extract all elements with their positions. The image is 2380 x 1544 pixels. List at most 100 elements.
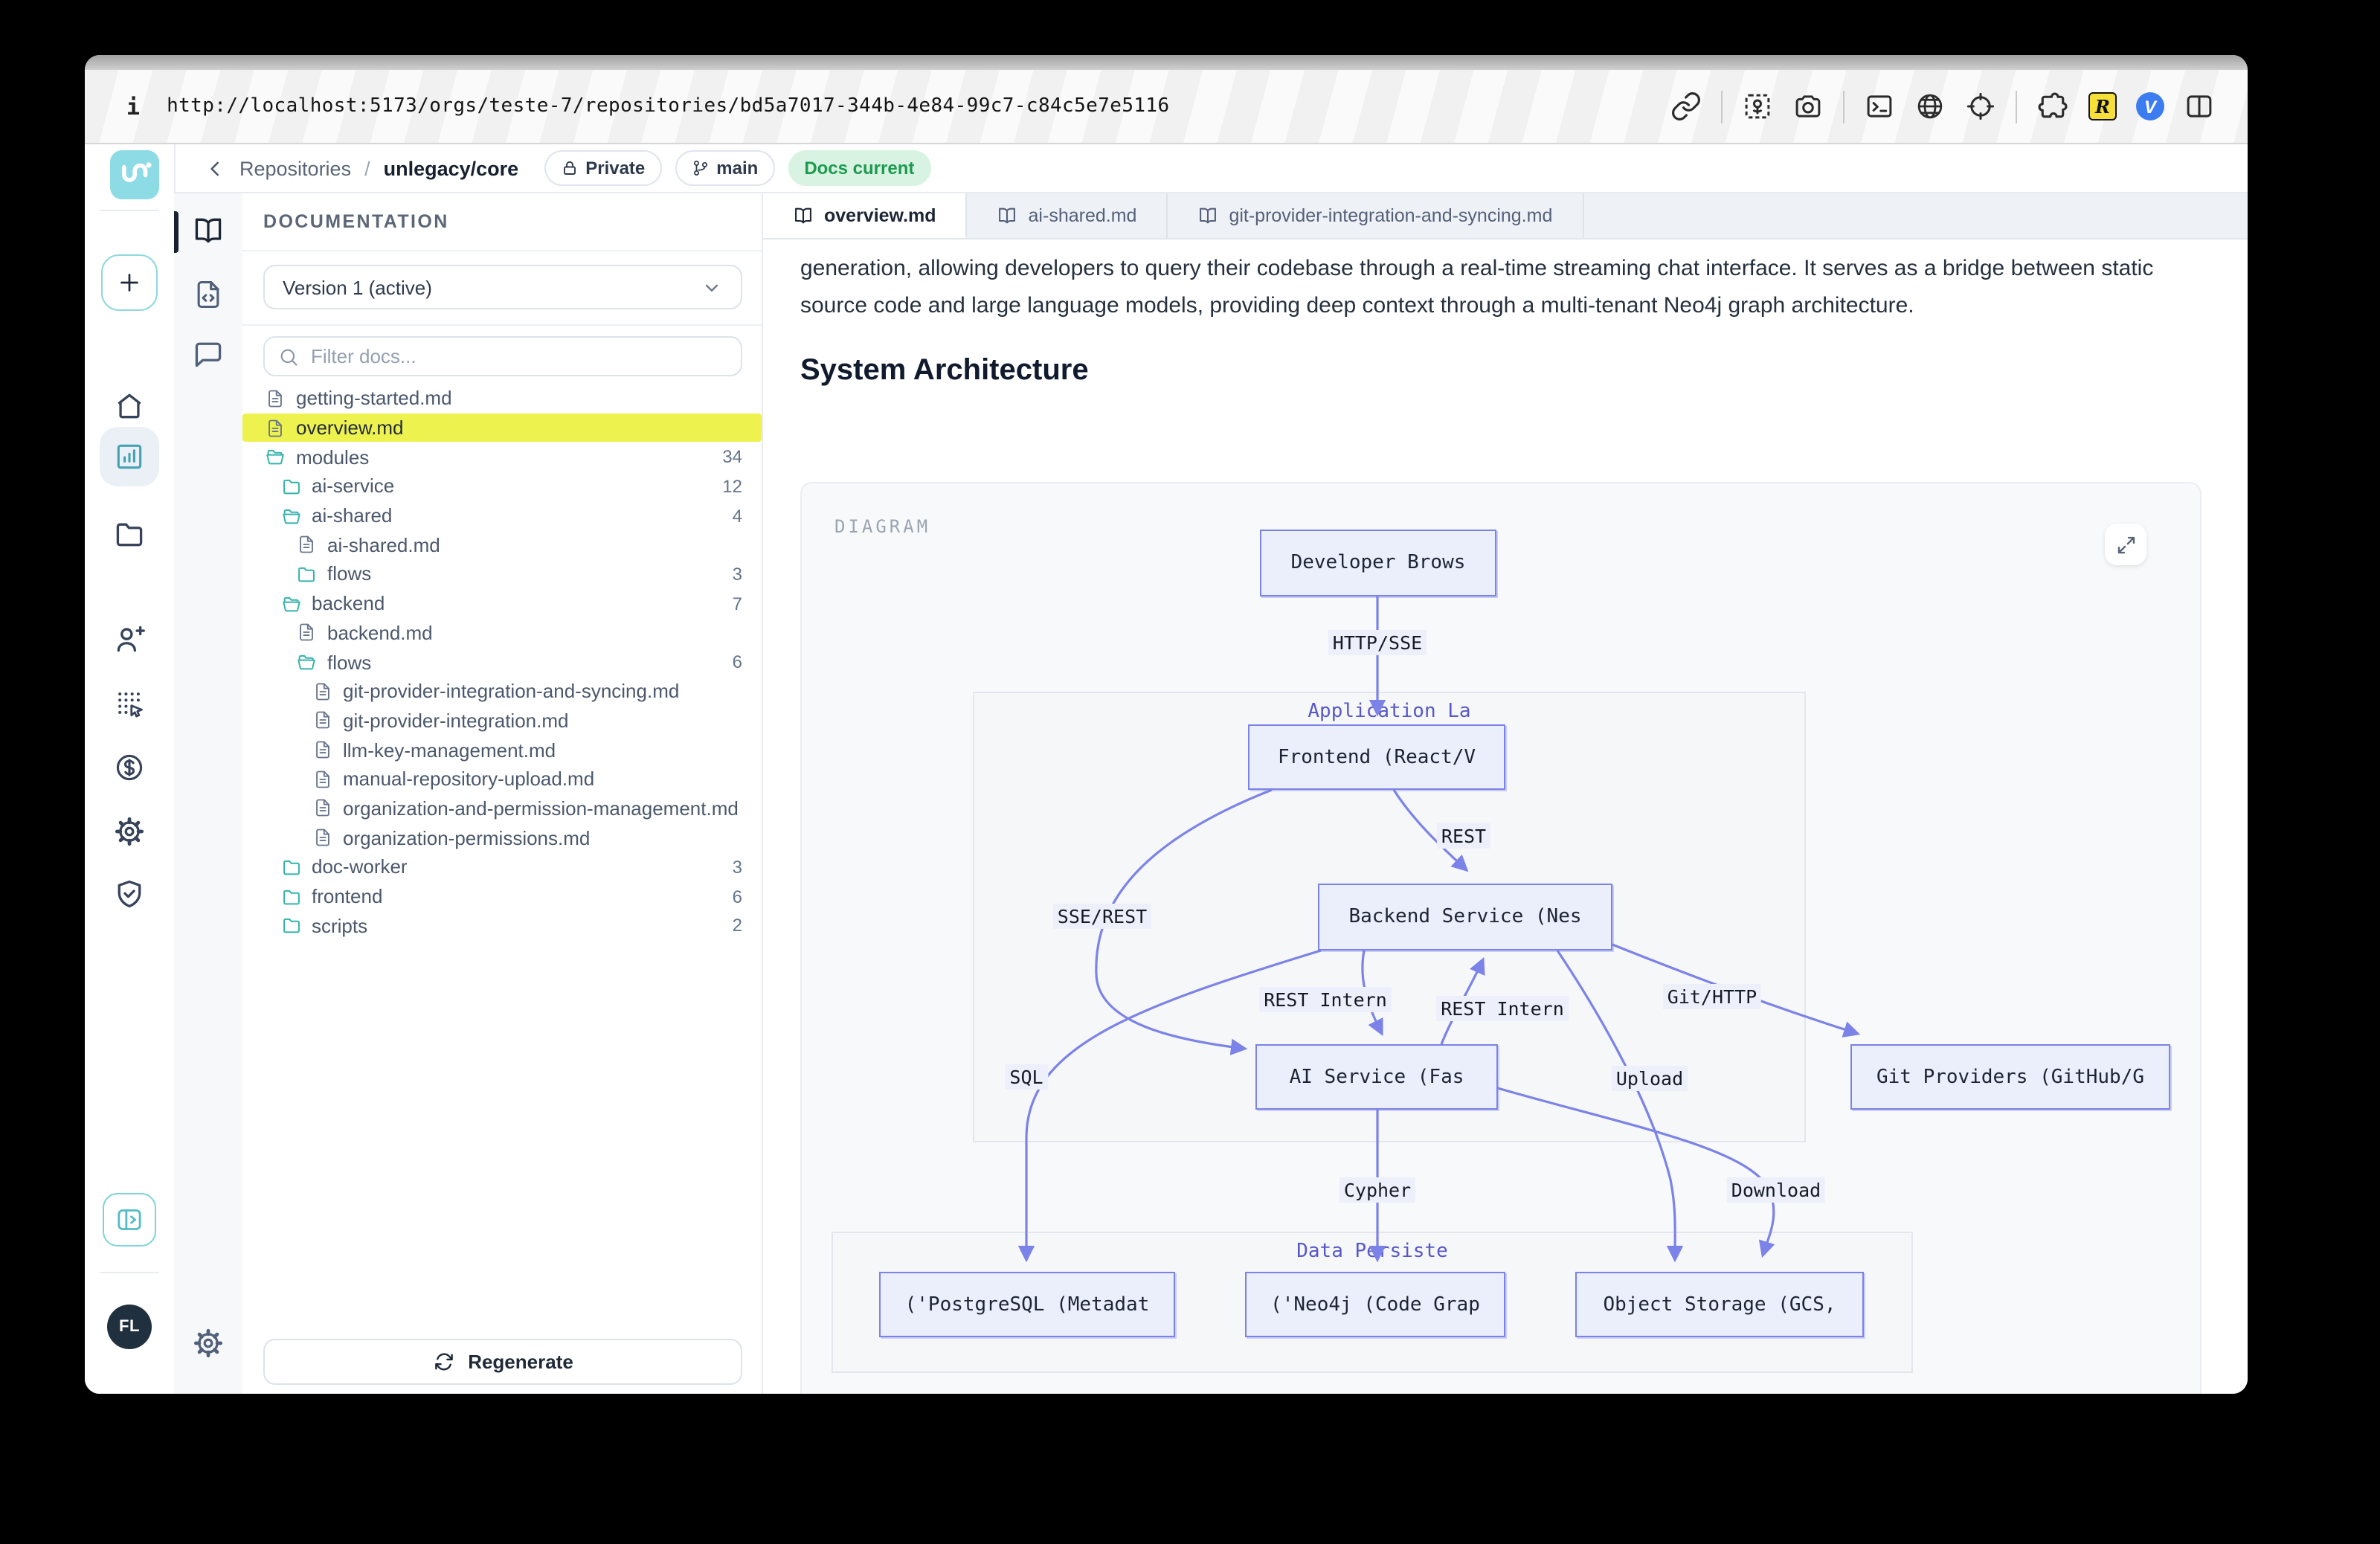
- shield-icon[interactable]: [113, 878, 146, 910]
- tree-item-backend-md[interactable]: backend.md: [242, 618, 762, 647]
- tree-item-organization-permissions-md[interactable]: organization-permissions.md: [242, 823, 762, 852]
- tab-git-provider-integration-and-syncing-md[interactable]: git-provider-integration-and-syncing.md: [1168, 193, 1584, 238]
- tree-item-manual-repository-upload-md[interactable]: manual-repository-upload.md: [242, 765, 762, 794]
- chat-icon[interactable]: [192, 338, 225, 370]
- crosshair-icon[interactable]: [1965, 91, 1996, 122]
- tree-item-label: doc-worker: [312, 855, 408, 878]
- node-backend-service[interactable]: Backend Service (Nes: [1318, 884, 1612, 950]
- filter-docs-input[interactable]: [308, 344, 727, 369]
- home-icon[interactable]: [113, 390, 146, 422]
- folder-open-icon: [282, 509, 300, 524]
- split-view-icon[interactable]: [2184, 91, 2215, 122]
- tree-item-label: getting-started.md: [296, 387, 452, 410]
- info-icon[interactable]: i: [126, 93, 141, 120]
- tree-item-label: backend.md: [327, 621, 433, 644]
- tree-item-label: flows: [327, 651, 372, 674]
- collapse-sidebar-button[interactable]: [103, 1193, 156, 1247]
- apps-grid-icon[interactable]: [113, 687, 146, 720]
- tree-item-flows[interactable]: flows 6: [242, 647, 762, 676]
- globe-icon[interactable]: [1914, 91, 1946, 122]
- breadcrumb-repositories[interactable]: Repositories: [239, 157, 352, 179]
- docs-sidebar-rail: [174, 193, 244, 1394]
- node-ai-service[interactable]: AI Service (Fas: [1255, 1044, 1498, 1110]
- file-code-icon[interactable]: [192, 278, 225, 311]
- file-icon: [315, 683, 329, 700]
- node-neo4j[interactable]: ('Neo4j (Code Grap: [1245, 1272, 1505, 1337]
- add-user-icon[interactable]: [113, 623, 146, 656]
- r-extension-badge[interactable]: R: [2088, 92, 2117, 120]
- edge-label-cypher: Cypher: [1339, 1177, 1416, 1203]
- tree-item-label: llm-key-management.md: [343, 739, 556, 762]
- panel-settings-gear-icon[interactable]: [192, 1327, 225, 1360]
- url-text[interactable]: http://localhost:5173/orgs/teste-7/repos…: [167, 95, 1170, 118]
- tree-item-count: 6: [732, 652, 742, 673]
- window-titlebar[interactable]: [85, 55, 2248, 70]
- node-developer-browser[interactable]: Developer Brows: [1260, 530, 1496, 596]
- version-select[interactable]: Version 1 (active): [263, 265, 742, 309]
- filter-docs-field[interactable]: [263, 336, 742, 376]
- edge-label-git-http: Git/HTTP: [1662, 984, 1762, 1009]
- settings-gear-icon[interactable]: [113, 815, 146, 848]
- tree-item-count: 3: [732, 563, 742, 585]
- tree-item-doc-worker[interactable]: doc-worker 3: [242, 852, 762, 881]
- tree-item-label: modules: [296, 445, 370, 469]
- tree-item-count: 3: [732, 856, 742, 878]
- back-chevron-icon[interactable]: [204, 157, 226, 179]
- user-avatar[interactable]: FL: [107, 1305, 152, 1349]
- logo-icon: [112, 152, 157, 197]
- image-icon[interactable]: [1742, 91, 1773, 122]
- branch-badge[interactable]: main: [675, 150, 775, 186]
- tree-item-git-provider-integration-md[interactable]: git-provider-integration.md: [242, 706, 762, 735]
- primary-sidebar: FL: [85, 144, 176, 1394]
- folder-icon[interactable]: [113, 518, 146, 550]
- tree-item-label: git-provider-integration.md: [343, 709, 569, 732]
- node-postgresql[interactable]: ('PostgreSQL (Metadat: [879, 1272, 1175, 1337]
- file-icon: [300, 624, 313, 642]
- tree-item-ai-shared-md[interactable]: ai-shared.md: [242, 530, 762, 559]
- tree-item-count: 2: [732, 915, 742, 936]
- node-object-storage[interactable]: Object Storage (GCS,: [1575, 1272, 1864, 1337]
- application-layer-label: Application La: [1308, 701, 1471, 723]
- tab-bar: overview.md ai-shared.md git-provider-in…: [763, 193, 2248, 239]
- tree-item-scripts[interactable]: scripts 2: [242, 911, 762, 940]
- tree-item-label: scripts: [312, 914, 368, 937]
- folder-open-icon: [266, 450, 284, 465]
- tree-item-label: git-provider-integration-and-syncing.md: [343, 680, 680, 703]
- private-badge: Private: [544, 150, 662, 186]
- tree-item-modules[interactable]: modules 34: [242, 443, 762, 472]
- tree-item-getting-started-md[interactable]: getting-started.md: [242, 384, 762, 413]
- node-frontend[interactable]: Frontend (React/V: [1248, 724, 1505, 790]
- link-icon[interactable]: [1670, 91, 1702, 122]
- billing-icon[interactable]: [113, 751, 146, 784]
- docs-book-icon[interactable]: [192, 214, 225, 247]
- tree-item-frontend[interactable]: frontend 6: [242, 881, 762, 910]
- tab-ai-shared-md[interactable]: ai-shared.md: [968, 193, 1168, 238]
- file-icon: [315, 741, 329, 759]
- v-extension-badge[interactable]: V: [2136, 92, 2164, 120]
- regenerate-button[interactable]: Regenerate: [263, 1339, 742, 1385]
- tree-item-organization-and-permission-management-md[interactable]: organization-and-permission-management.m…: [242, 794, 762, 823]
- new-button[interactable]: [101, 254, 158, 311]
- node-git-providers[interactable]: Git Providers (GitHub/G: [1850, 1044, 2170, 1110]
- edge-label-rest: REST: [1436, 823, 1491, 849]
- terminal-icon[interactable]: [1864, 91, 1895, 122]
- app-logo[interactable]: [110, 150, 159, 199]
- tree-item-count: 34: [722, 446, 742, 468]
- folder-open-icon: [298, 654, 315, 670]
- tree-item-backend[interactable]: backend 7: [242, 589, 762, 618]
- tree-item-llm-key-management-md[interactable]: llm-key-management.md: [242, 736, 762, 765]
- plus-icon: [120, 274, 138, 292]
- tree-item-ai-shared[interactable]: ai-shared 4: [242, 501, 762, 530]
- tab-overview-md[interactable]: overview.md: [763, 193, 968, 238]
- analytics-icon[interactable]: [113, 440, 146, 473]
- tree-item-git-provider-integration-and-syncing-md[interactable]: git-provider-integration-and-syncing.md: [242, 677, 762, 706]
- tree-item-flows[interactable]: flows 3: [242, 559, 762, 588]
- docs-current-badge: Docs current: [788, 150, 931, 186]
- tree-item-ai-service[interactable]: ai-service 12: [242, 472, 762, 501]
- diagram-expand-button[interactable]: [2105, 524, 2146, 565]
- camera-icon[interactable]: [1792, 91, 1824, 122]
- tree-item-overview-md[interactable]: overview.md: [242, 413, 762, 443]
- file-icon: [315, 800, 329, 817]
- puzzle-icon[interactable]: [2036, 90, 2069, 123]
